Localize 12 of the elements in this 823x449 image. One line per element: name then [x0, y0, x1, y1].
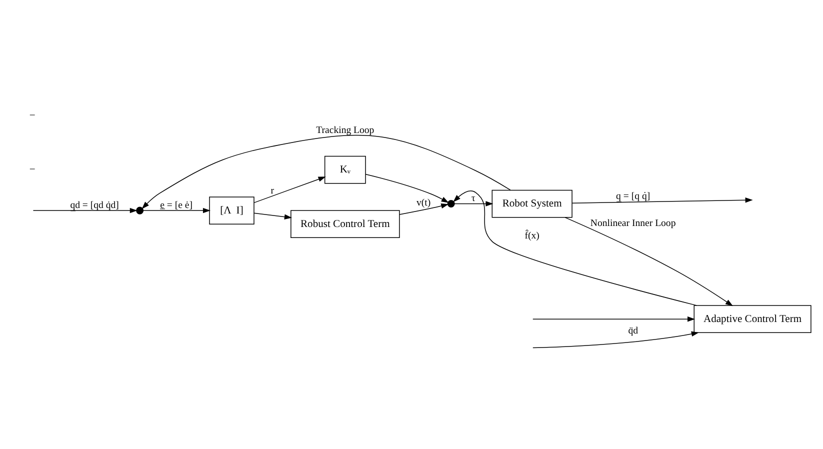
edge-label: Nonlinear Inner Loop [590, 217, 676, 228]
edge-label: Tracking Loop [316, 124, 374, 136]
edge-label: q̲ = [q q̇] [616, 190, 650, 202]
edge-label: q̲d = [qd q̇d] [70, 199, 119, 210]
edge-label: r [270, 185, 274, 196]
label: − [29, 164, 36, 176]
edge-label: e̲ = [e ė] [160, 199, 193, 210]
edge-label: q̈d [628, 325, 638, 336]
edge-label: τ [471, 192, 476, 204]
label: − [29, 110, 36, 121]
edge-label: f̂(x) [524, 230, 540, 242]
edge-label: v(t) [416, 197, 431, 208]
